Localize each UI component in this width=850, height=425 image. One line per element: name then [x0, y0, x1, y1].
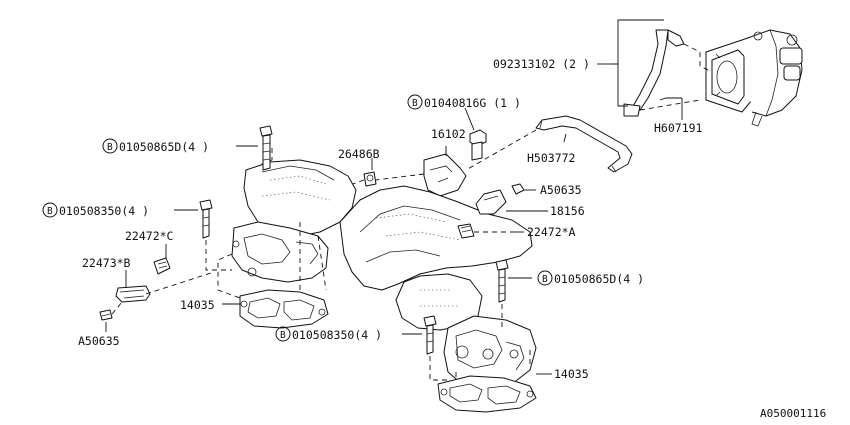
b-marker-01050865d-right — [537, 270, 553, 286]
bolt-010508350-left-illustration — [199, 199, 213, 239]
label-h607191: H607191 — [654, 121, 703, 135]
throttle-body-illustration — [705, 29, 803, 127]
label-01050865d-right: 01050865D(4 ) — [554, 272, 644, 286]
bolt-a50635-left-illustration — [99, 309, 113, 321]
b-marker-010508350-left — [42, 202, 58, 218]
label-010508350-left: 010508350(4 ) — [59, 204, 149, 218]
harness-22472a-illustration — [457, 223, 475, 239]
hose-h503772-illustration — [535, 115, 633, 173]
bolt-a50635-right-illustration — [511, 183, 525, 195]
svg-text:B: B — [107, 142, 113, 153]
bolt-01050865d-upper-illustration — [259, 125, 273, 171]
svg-text:B: B — [412, 98, 418, 109]
svg-text:B: B — [47, 206, 53, 217]
bolt-01040816g-illustration — [469, 129, 487, 161]
label-22473b: 22473*B — [82, 256, 131, 270]
label-a50635-right: A50635 — [540, 183, 582, 197]
harness-22472c-illustration — [153, 257, 171, 275]
b-marker-01050865d-upper — [102, 138, 118, 154]
label-16102: 16102 — [431, 127, 466, 141]
label-14035-right: 14035 — [554, 367, 589, 381]
harness-22473b-illustration — [115, 285, 151, 303]
label-26486b: 26486B — [338, 147, 380, 161]
label-01040816g: 01040816G (1 ) — [424, 96, 521, 110]
b-marker-01040816g — [407, 94, 423, 110]
clip-18156-illustration — [475, 189, 507, 215]
stud-26486b-illustration — [363, 171, 377, 187]
b-marker-010508350-bottom — [275, 326, 291, 342]
label-a50635-left: A50635 — [78, 334, 120, 348]
label-18156: 18156 — [550, 204, 585, 218]
label-010508350-bottom: 010508350(4 ) — [292, 328, 382, 342]
bolt-01050865d-right-illustration — [495, 259, 509, 303]
label-22472a: 22472*A — [527, 225, 576, 239]
bracket-16102-illustration — [423, 153, 467, 197]
gasket-14035-right-illustration — [437, 375, 537, 413]
label-22472c: 22472*C — [125, 229, 174, 243]
label-01050865d-upper: 01050865D(4 ) — [119, 140, 209, 154]
svg-text:B: B — [280, 330, 286, 341]
label-14035-left: 14035 — [180, 298, 215, 312]
label-h503772: H503772 — [527, 151, 575, 165]
svg-text:B: B — [542, 274, 548, 285]
gasket-14035-left-illustration — [239, 289, 329, 329]
label-092313102: 092313102 (2 ) — [493, 57, 590, 71]
diagram-code: A050001116 — [760, 407, 826, 420]
intake-manifold-illustration — [231, 159, 537, 389]
hose-h607191-illustration — [623, 29, 713, 117]
bolt-010508350-bottom-illustration — [423, 315, 437, 355]
